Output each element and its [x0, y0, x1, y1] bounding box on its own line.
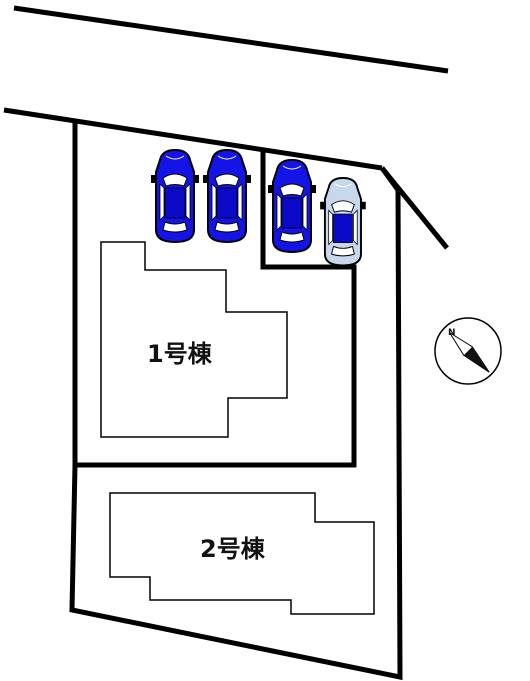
car-4 — [320, 177, 366, 267]
building-1-label: 1号棟 — [147, 340, 213, 368]
building-1-footprint — [100, 241, 288, 438]
road-line-top — [13, 5, 449, 74]
parking-cars — [151, 149, 366, 267]
car-1 — [151, 149, 199, 243]
building-2-label: 2号棟 — [200, 535, 266, 563]
car-3 — [268, 159, 316, 253]
compass-north-label: N — [448, 328, 456, 338]
car-2 — [203, 149, 251, 243]
lot1-east-boundary — [260, 152, 357, 467]
compass: N — [434, 317, 502, 385]
building-2-footprint — [109, 492, 375, 615]
site-boundary — [69, 122, 403, 681]
road-line-lower — [3, 107, 383, 171]
compass-needle-south — [463, 346, 490, 373]
